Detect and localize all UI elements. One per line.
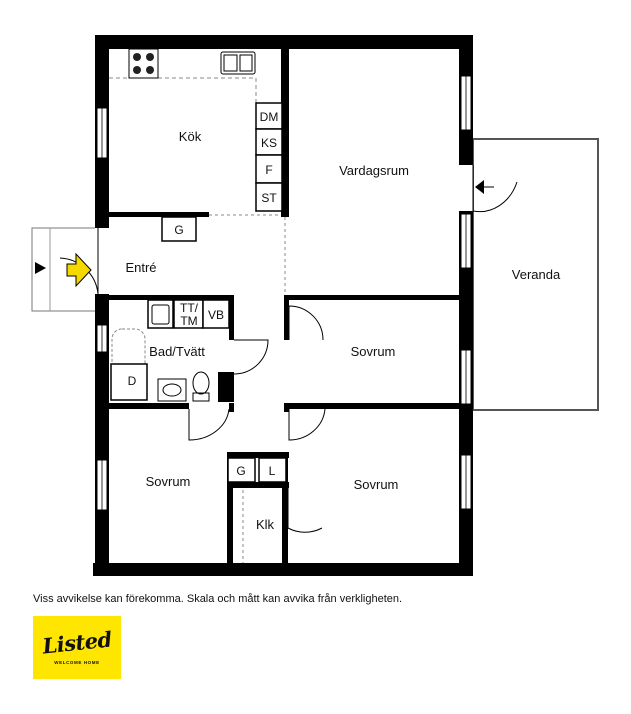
fixture-label-ks: KS [261,136,277,150]
disclaimer-text: Viss avvikelse kan förekomma. Skala och … [33,593,403,605]
room-label-veranda: Veranda [512,267,561,282]
toilet [192,371,210,402]
dryer [110,363,148,401]
room-label-sovrum-left: Sovrum [146,474,191,489]
fixture-label-st: ST [261,191,277,205]
room-label-kok: Kök [179,129,202,144]
room-label-sovrum-mid: Sovrum [351,344,396,359]
outer-walls [93,35,473,576]
fixture-label-g-hall: G [236,464,245,478]
fixture-label-f: F [265,163,272,177]
fixture-label-tt: TT/ [180,301,199,315]
kitchen-counters [109,77,257,212]
room-label-klk: Klk [256,517,275,532]
fixture-label-tm: TM [180,314,197,328]
door-swings [59,165,518,533]
entrance-arrow-icon [66,252,92,288]
room-label-vardagsrum: Vardagsrum [339,163,409,178]
fixture-label-vb: VB [208,308,224,322]
stove [128,48,159,79]
room-label-entre: Entré [125,260,156,275]
bath-sink [157,378,187,402]
fixture-label-dm: DM [260,110,279,124]
listed-logo: Listed WELCOME HOME [33,616,121,679]
logo-wordmark: Listed [41,626,113,659]
room-label-bad: Bad/Tvätt [149,344,205,359]
veranda-entry-arrow [475,180,484,194]
fixture-label-g-entre: G [174,223,183,237]
landing-arrow-icon [35,262,46,274]
floor-plan: Kök Vardagsrum Veranda Entré Bad/Tvätt S… [31,35,599,576]
interior-walls [109,49,459,563]
fixture-label-d: D [128,374,137,388]
room-label-sovrum-right: Sovrum [354,477,399,492]
fixture-label-l: L [269,464,276,478]
kitchen-sink [220,51,256,75]
logo-tagline: WELCOME HOME [54,660,100,665]
